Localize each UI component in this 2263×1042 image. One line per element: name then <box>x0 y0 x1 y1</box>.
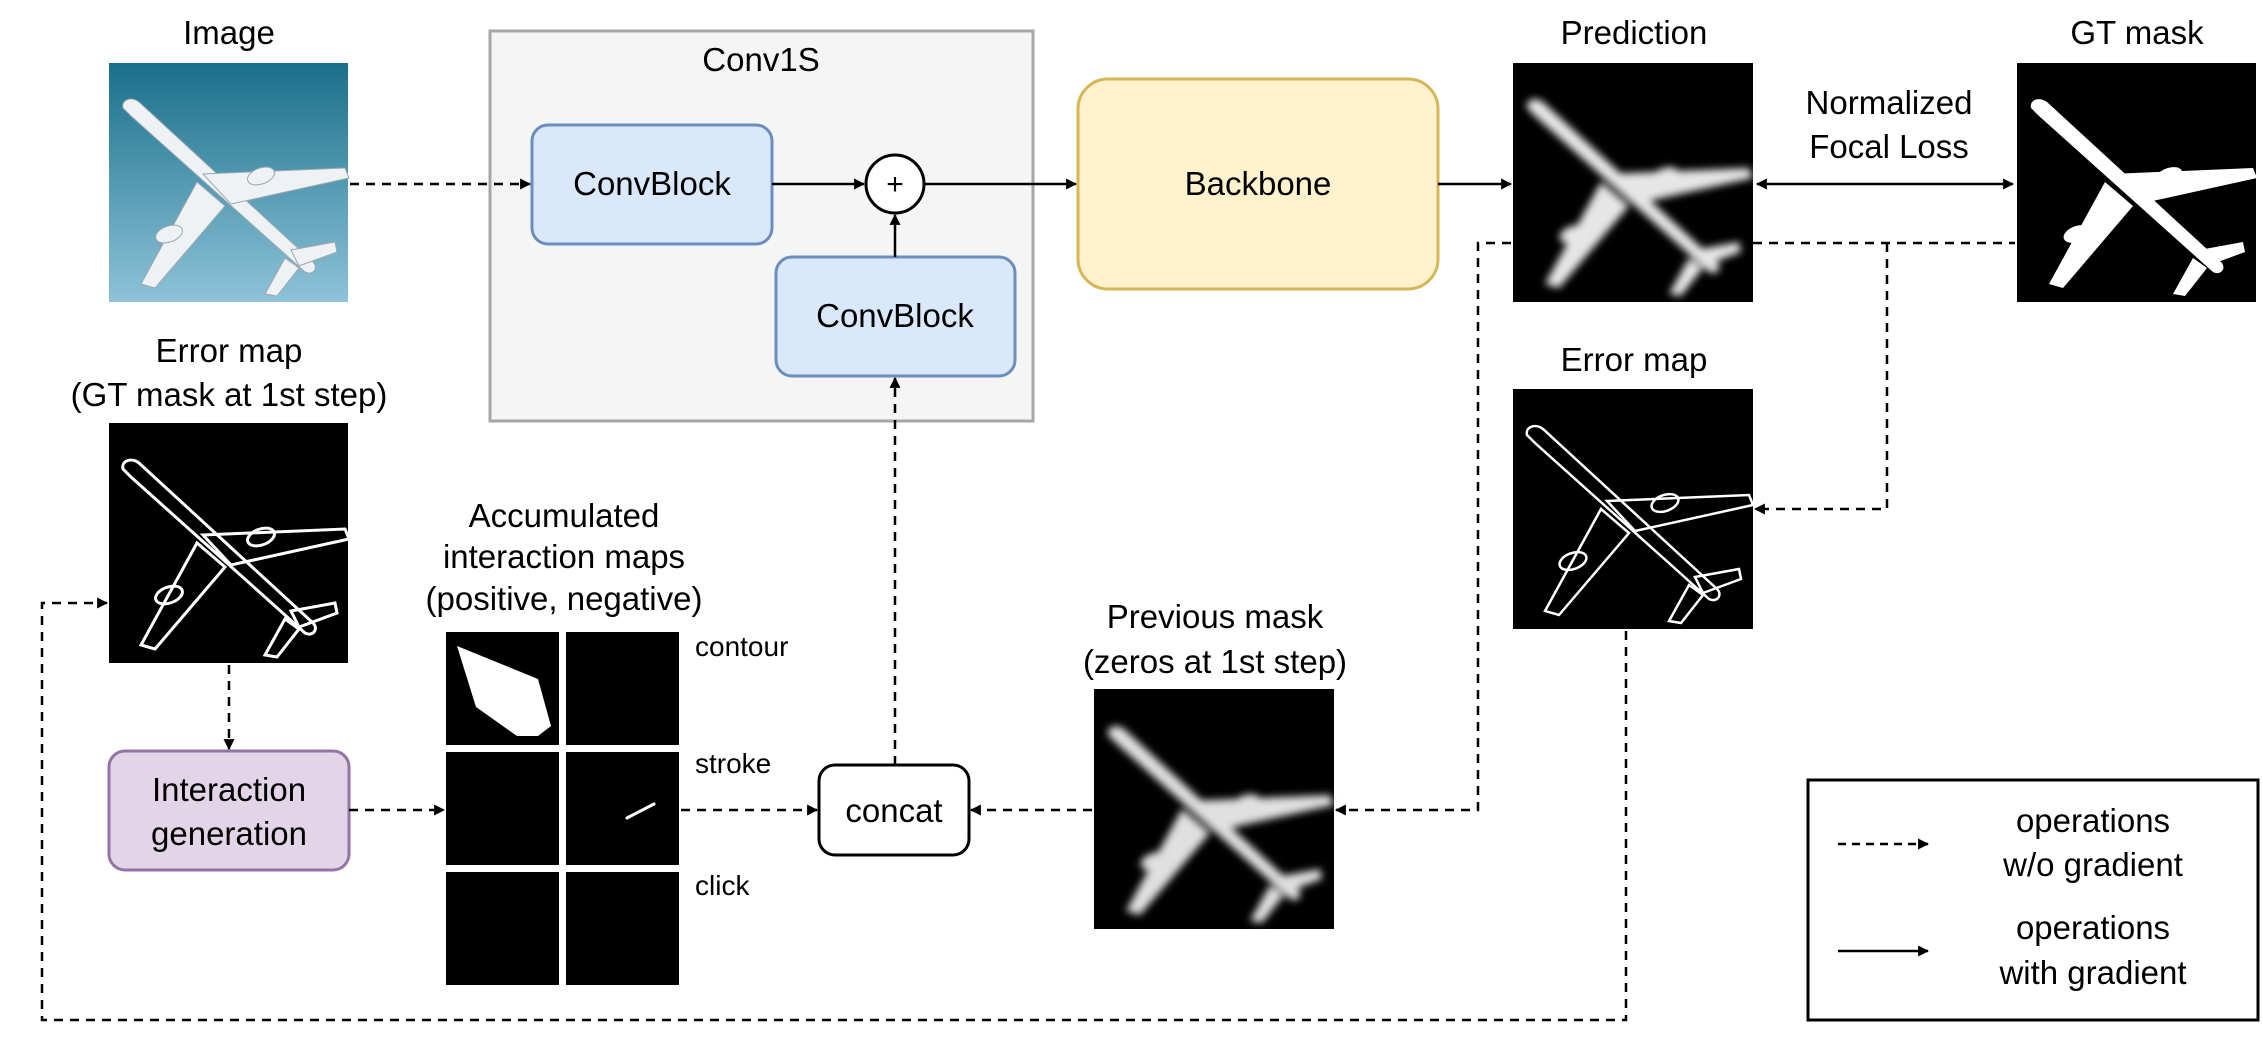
stroke-label: stroke <box>695 748 771 779</box>
interaction-maps-grid <box>446 632 679 985</box>
prev-mask-label-1: Previous mask <box>1107 598 1324 635</box>
convblock-bottom-label: ConvBlock <box>816 297 974 334</box>
click-negative-map <box>566 872 679 985</box>
legend-dashed-label-2: w/o gradient <box>2002 846 2183 883</box>
loss-label-line2: Focal Loss <box>1809 128 1969 165</box>
conv1s-label: Conv1S <box>702 41 819 78</box>
interaction-label-1: Interaction <box>152 771 306 808</box>
click-label: click <box>695 870 750 901</box>
interaction-generation-block <box>107 749 351 872</box>
image-label: Image <box>183 14 275 51</box>
previous-mask-image <box>1094 689 1334 929</box>
arrow-gt-to-errormap <box>1753 243 1889 515</box>
prediction-label: Prediction <box>1561 14 1708 51</box>
concat-label: concat <box>845 792 942 829</box>
arrow-errormap-loop <box>40 597 1628 1022</box>
backbone-label: Backbone <box>1185 165 1332 202</box>
interaction-label-2: generation <box>151 815 307 852</box>
sum-symbol: + <box>886 168 904 201</box>
stroke-negative-map <box>566 752 679 865</box>
contour-shape <box>457 646 551 736</box>
contour-label: contour <box>695 631 788 662</box>
prev-mask-label-2: (zeros at 1st step) <box>1083 643 1347 680</box>
legend-solid-label-2: with gradient <box>1998 954 2186 991</box>
prediction-mask <box>1513 63 1753 302</box>
error-map-left-label-1: Error map <box>156 332 303 369</box>
arrow-prediction-to-prevmask <box>1334 241 1511 816</box>
accum-label-1: Accumulated <box>469 497 660 534</box>
legend-box <box>1806 778 2260 1022</box>
accum-label-2: interaction maps <box>443 538 685 575</box>
convblock-top-label: ConvBlock <box>573 165 731 202</box>
gt-mask-image <box>2017 63 2257 302</box>
airplane-photo <box>109 63 350 302</box>
error-map-right-label: Error map <box>1561 341 1708 378</box>
contour-negative-map <box>566 632 679 745</box>
loss-label-line1: Normalized <box>1806 84 1973 121</box>
stroke-shape <box>625 802 656 820</box>
error-map-left-image <box>109 423 351 663</box>
legend-dashed-label-1: operations <box>2016 802 2170 839</box>
error-map-left-label-2: (GT mask at 1st step) <box>71 376 388 413</box>
gt-mask-label: GT mask <box>2070 14 2204 51</box>
error-map-right-image <box>1513 389 1755 629</box>
legend-solid-label-1: operations <box>2016 909 2170 946</box>
accum-label-3: (positive, negative) <box>426 580 703 617</box>
click-positive-map <box>446 872 559 985</box>
stroke-positive-map <box>446 752 559 865</box>
